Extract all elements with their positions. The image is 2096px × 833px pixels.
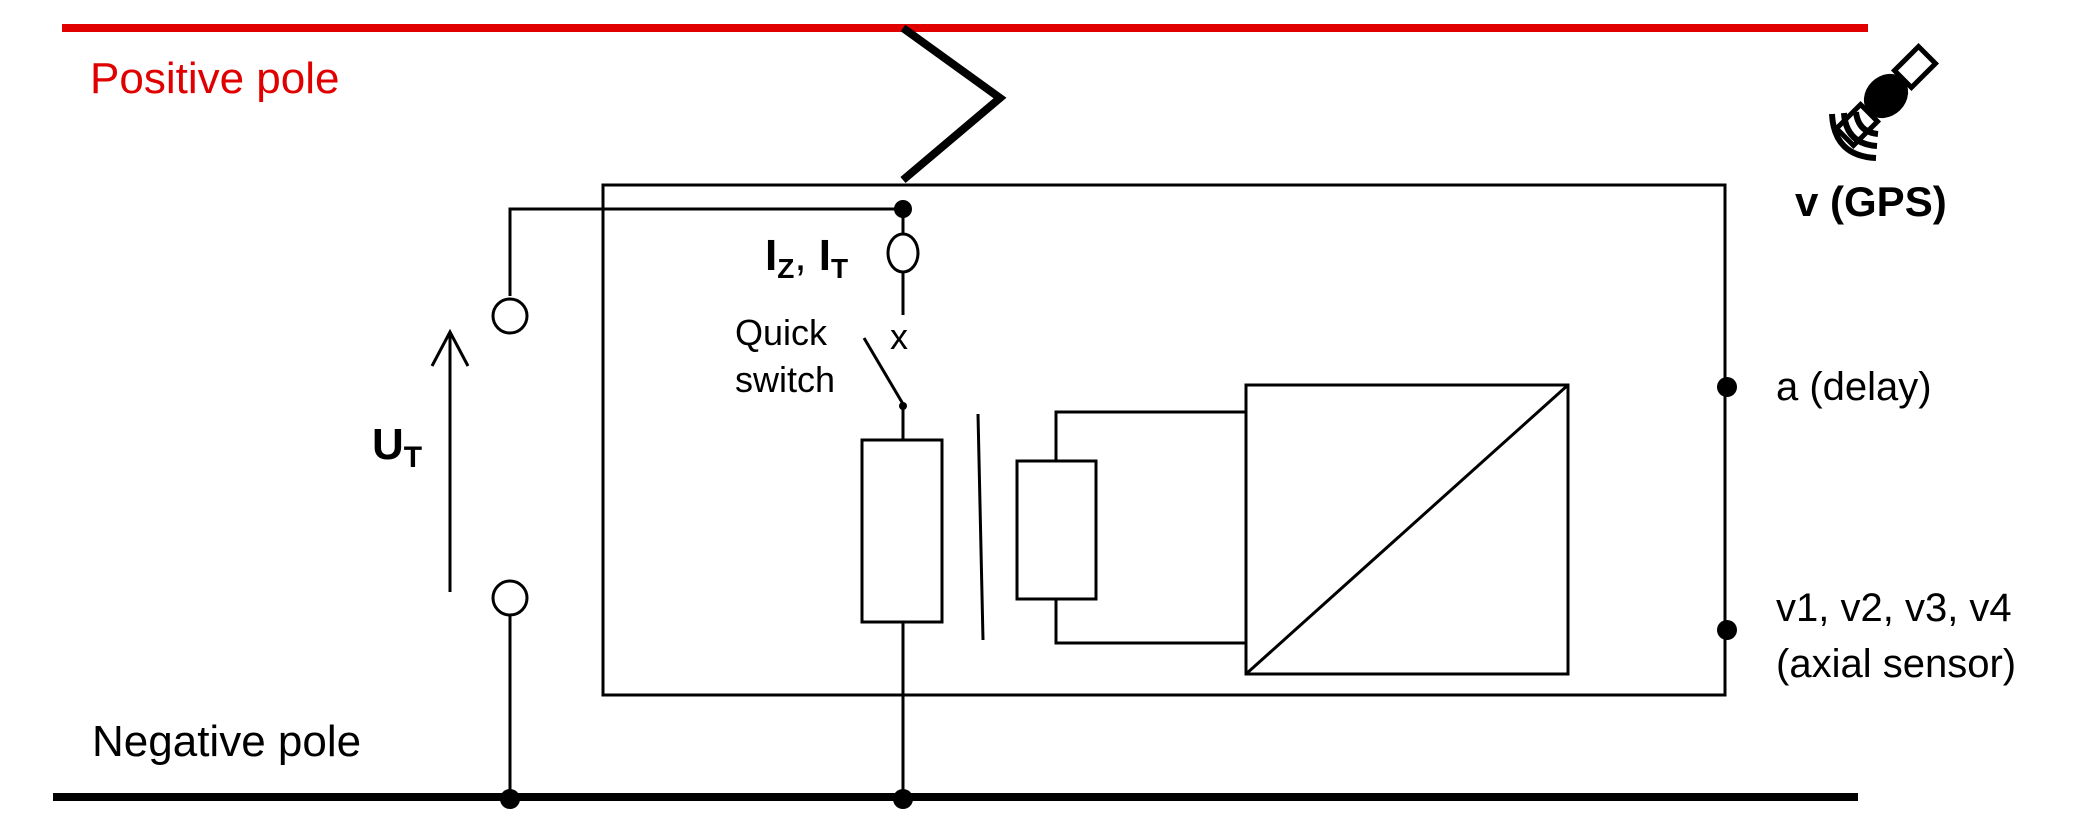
satellite-icon [1829, 42, 1940, 161]
gps-speed-label: v (GPS) [1795, 178, 1947, 225]
speed-sensors-label-2: (axial sensor) [1776, 642, 2016, 686]
voltage-label: UT [372, 420, 422, 474]
bottom-junction-main [893, 789, 913, 809]
transformer-core [976, 413, 985, 641]
secondary-wire-bottom [1054, 599, 1246, 645]
acceleration-input-dot [1717, 377, 1737, 397]
positive-pole-label: Positive pole [90, 54, 339, 103]
quick-switch-label-1: Quick [735, 312, 828, 353]
voltage-terminal-bottom [491, 579, 529, 617]
acceleration-label: a (delay) [1776, 365, 1932, 409]
voltage-arrowhead [430, 328, 470, 367]
switch-mark: x [890, 316, 908, 357]
quick-switch-blade [862, 337, 905, 405]
voltage-terminal-top [491, 297, 529, 335]
pantograph [900, 24, 1007, 184]
measurement-box [601, 183, 1727, 697]
speed-sensor-input-dot [1717, 620, 1737, 640]
secondary-wire-top [1054, 410, 1246, 461]
speed-sensors-label-1: v1, v2, v3, v4 [1776, 586, 2012, 630]
converter-diagonal [1244, 383, 1570, 676]
negative-pole-label: Negative pole [92, 717, 361, 766]
voltage-probe-wire [508, 207, 903, 296]
quick-switch-label-2: switch [735, 359, 835, 400]
current-label: IZ, IT [765, 231, 848, 284]
bottom-junction-left [500, 789, 520, 809]
current-sensor [886, 232, 920, 274]
primary-winding [860, 438, 944, 624]
secondary-winding [1015, 459, 1098, 601]
